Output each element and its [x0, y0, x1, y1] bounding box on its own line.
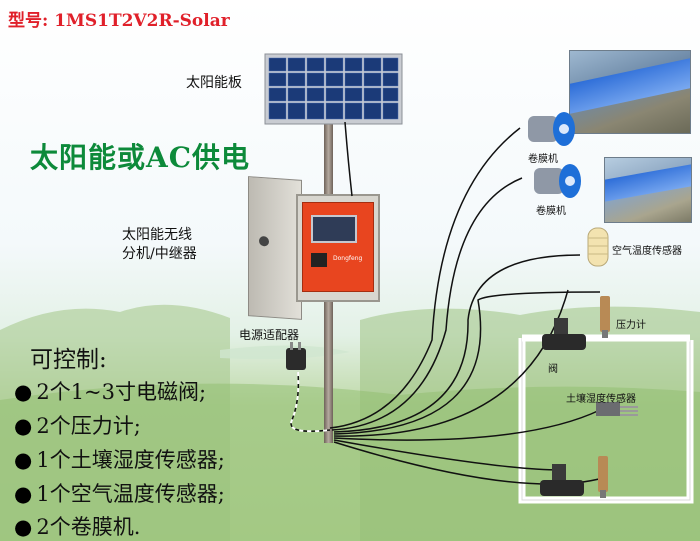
- model-label: 型号: 1MS1T2V2R-Solar: [8, 11, 230, 31]
- solar-panel-image: [264, 53, 403, 125]
- controllable-item: ●2个1~3寸电磁阀;: [14, 380, 207, 404]
- controllable-item: ●2个压力计;: [14, 414, 141, 438]
- air-temp-sensor-icon: [587, 227, 609, 267]
- controllable-item: ●1个空气温度传感器;: [14, 482, 225, 506]
- wireless-unit-label-line1: 太阳能无线: [122, 227, 192, 243]
- film-roller-motor-2-icon: [534, 164, 581, 198]
- greenhouse-photo-1: [569, 50, 691, 134]
- cabinet-inner-panel: Dongfeng: [302, 202, 374, 292]
- pressure-gauge-label: 压力计: [616, 320, 646, 331]
- film-roller-1-label: 卷膜机: [528, 154, 558, 165]
- controllable-item: ●2个卷膜机.: [14, 515, 141, 539]
- solenoid-valve-2-icon: [540, 464, 584, 496]
- wireless-unit-label-line2: 分机/中继器: [122, 246, 197, 262]
- solar-panel-label: 太阳能板: [186, 75, 242, 91]
- controller-display: [311, 215, 357, 243]
- control-cabinet: Dongfeng: [296, 194, 380, 302]
- power-adapter-label: 电源适配器: [239, 328, 300, 342]
- controllable-title: 可控制:: [30, 347, 107, 373]
- solenoid-valve-1-icon: [542, 318, 586, 350]
- film-roll: [605, 164, 691, 202]
- film-roll: [570, 58, 690, 114]
- film-roller-2-label: 卷膜机: [536, 206, 566, 217]
- controller-brand: Dongfeng: [333, 255, 363, 262]
- soil-sensor-label: 土壤湿度传感器: [566, 394, 636, 405]
- power-adapter-icon: [286, 342, 306, 370]
- soil-sensor-icon: [596, 402, 638, 416]
- air-temp-sensor-label: 空气温度传感器: [612, 246, 682, 257]
- valve-label: 阀: [548, 364, 558, 375]
- pressure-gauge-2-icon: [598, 456, 608, 498]
- charge-controller: [311, 253, 327, 267]
- greenhouse-photo-2: [604, 157, 692, 223]
- controllable-item: ●1个土壤湿度传感器;: [14, 448, 225, 472]
- pressure-gauge-1-icon: [600, 296, 610, 338]
- power-supply-heading: 太阳能或AC供电: [30, 141, 251, 174]
- film-roller-motor-1-icon: [528, 112, 575, 146]
